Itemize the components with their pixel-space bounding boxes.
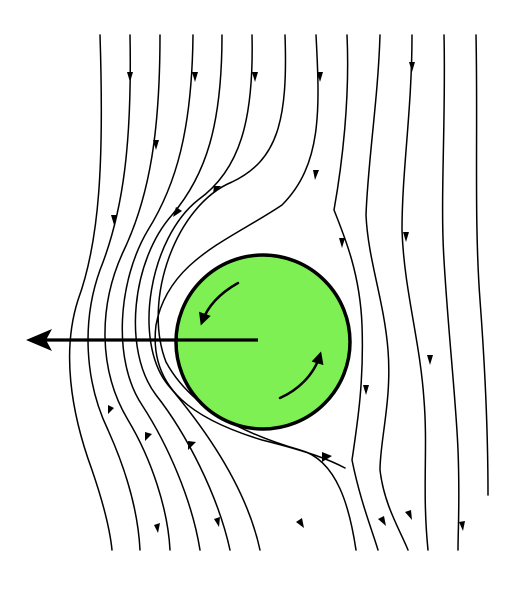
streamline-10 [365, 34, 409, 551]
arrowhead-icon [111, 215, 117, 225]
streamlines [68, 34, 489, 551]
streamline-13 [475, 34, 489, 496]
arrowhead-icon [145, 432, 152, 441]
streamline-12 [441, 34, 460, 551]
streamline-1 [68, 34, 113, 551]
arrowhead-icon [108, 405, 114, 414]
arrowhead-icon [317, 72, 323, 82]
arrowhead-icon [188, 441, 196, 450]
arrowhead-icon [192, 72, 198, 82]
rotation-arrows [199, 281, 324, 400]
arrowhead-icon [339, 238, 345, 248]
arrowhead-icon [214, 517, 220, 527]
arrowhead-icon [154, 523, 160, 533]
arrowhead-icon [173, 207, 182, 217]
arrowhead-icon [322, 452, 332, 462]
streamline-11 [401, 34, 429, 551]
streamline-7 [157, 34, 357, 551]
arrowhead-icon [427, 355, 433, 365]
arrowhead-icon [459, 521, 465, 531]
arrowhead-icon [313, 170, 319, 180]
streamline-6 [148, 34, 261, 551]
arrowhead-icon [213, 186, 221, 194]
rotation-arrow-lower [278, 351, 324, 400]
streamline-2 [87, 34, 141, 551]
rotating-cylinder [174, 253, 352, 431]
rotation-arrow-upper [199, 281, 240, 326]
streamline-3 [104, 34, 171, 551]
arrowhead-icon [405, 510, 412, 520]
arrowhead-icon [378, 516, 386, 526]
arrowhead-icon [403, 232, 409, 242]
arrowhead-icon [127, 72, 133, 82]
arrowhead-icon [296, 518, 304, 528]
streamline-4 [121, 34, 201, 551]
arrowhead-icon [252, 72, 258, 82]
arrowhead-icon [363, 385, 369, 395]
streamline-9 [333, 34, 379, 551]
streamline-8 [154, 34, 346, 469]
force-arrow-head-icon [26, 329, 52, 351]
streamline-arrowheads [108, 62, 465, 533]
force-arrow [26, 329, 258, 351]
streamline-5 [134, 34, 231, 551]
arrowhead-icon [153, 140, 159, 150]
arrowhead-icon [409, 62, 415, 72]
